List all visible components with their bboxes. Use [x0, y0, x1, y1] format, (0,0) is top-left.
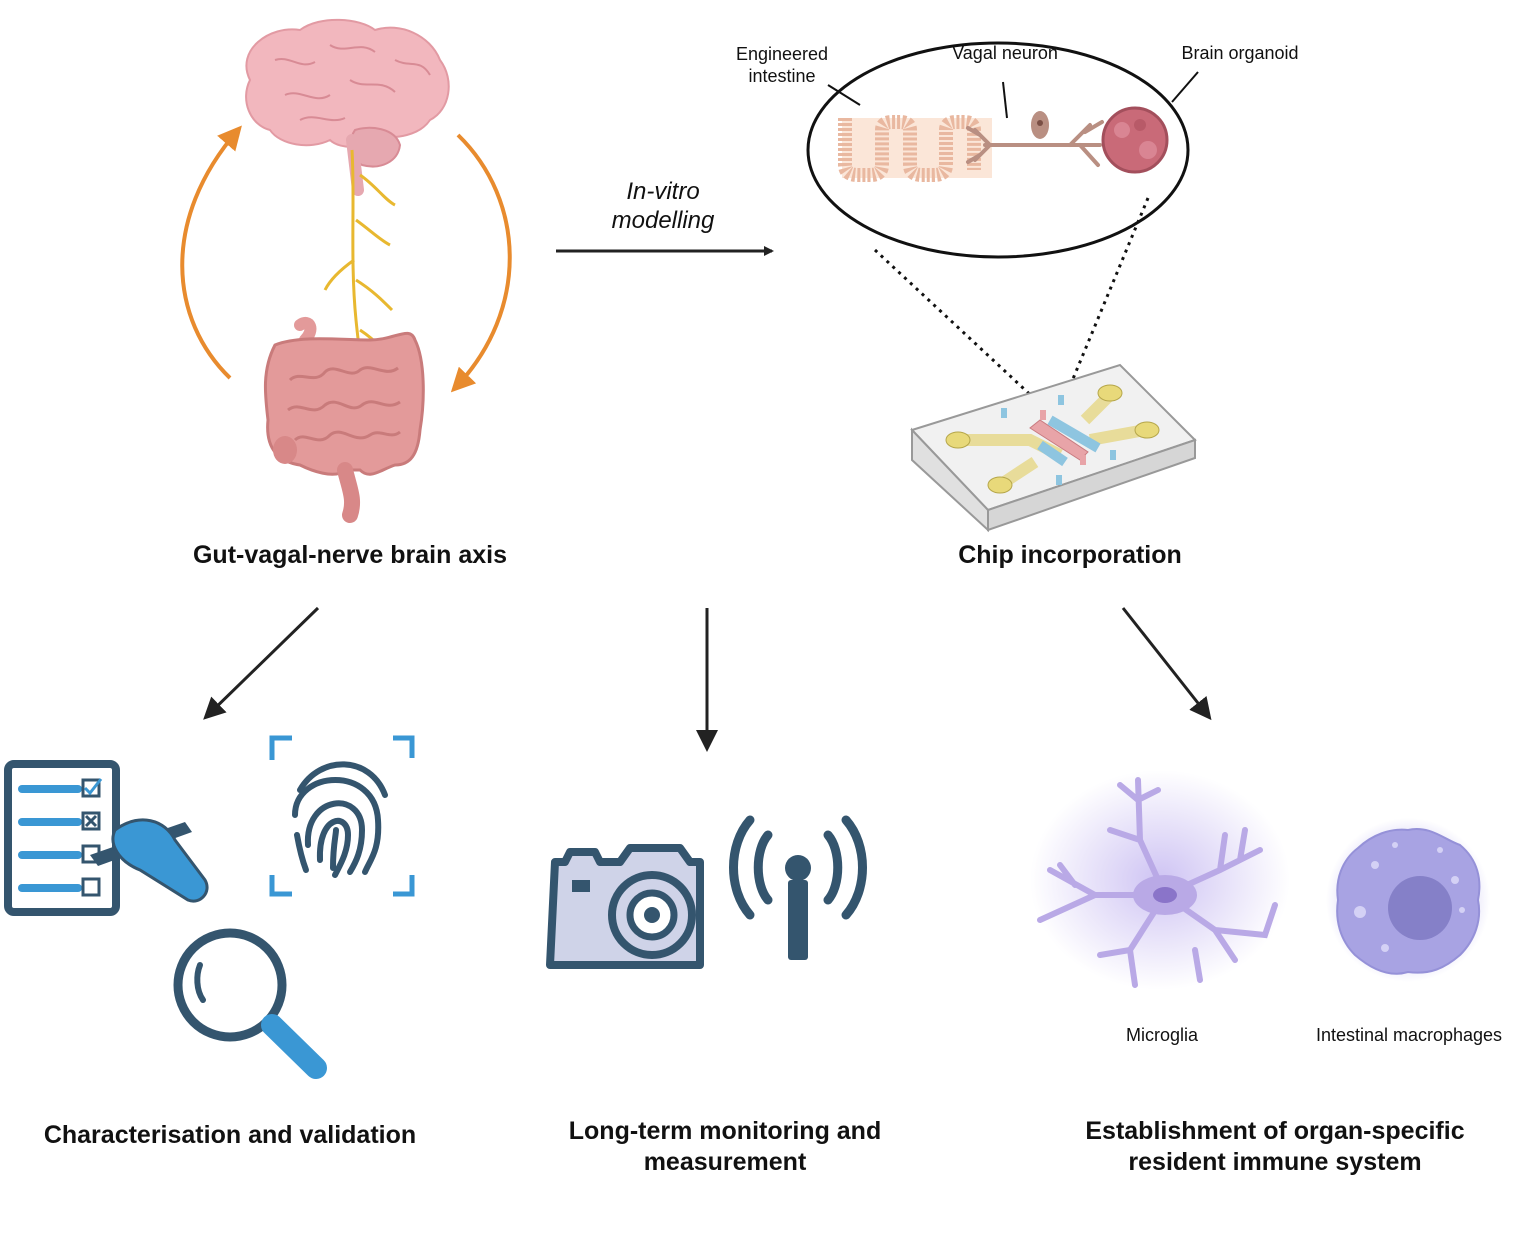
engineered-intestine-label: Engineered intestine: [720, 43, 844, 87]
zoom-ellipse: [806, 41, 1199, 259]
engineered-intestine-label-line1: Engineered: [735, 44, 829, 64]
zoom-line-left: [873, 248, 1054, 417]
arrow-to-immune: [1121, 607, 1212, 721]
brain-organoid-label: Brain organoid: [1181, 43, 1299, 63]
camera-icon: [546, 844, 704, 969]
monitoring-title-line2: measurement: [643, 1148, 807, 1176]
characterisation-title: Characterisation and validation: [43, 1121, 417, 1149]
intestine-icon: [263, 317, 425, 523]
microglia-cell-icon: [1030, 770, 1290, 990]
in-vitro-label-line2: modelling: [611, 206, 715, 234]
immune-system-title-line1: Establishment of organ-specific: [1085, 1117, 1465, 1145]
antenna-icon: [729, 815, 867, 960]
organ-chip-icon: [910, 363, 1197, 533]
gut-brain-axis-title: Gut-vagal-nerve brain axis: [192, 541, 507, 569]
chip-incorporation-title: Chip incorporation: [958, 541, 1182, 569]
immune-system-title-line2: resident immune system: [1128, 1148, 1422, 1176]
monitoring-title: Long-term monitoring and measurement: [540, 1116, 910, 1178]
fingerprint-icon: [269, 735, 415, 897]
brain-icon: [245, 18, 450, 196]
in-vitro-label: In-vitro modelling: [588, 178, 738, 236]
vagal-neuron-icon: [966, 111, 1104, 167]
immune-system-title: Establishment of organ-specific resident…: [1060, 1116, 1490, 1178]
cycle-arrow-down: [450, 133, 512, 393]
macrophages-label: Intestinal macrophages: [1315, 1025, 1503, 1045]
brain-organoid-icon: [1101, 106, 1169, 174]
arrow-to-characterisation: [203, 606, 320, 720]
in-vitro-label-line1: In-vitro: [626, 178, 700, 205]
cycle-arrow-up: [180, 125, 242, 380]
monitoring-title-line1: Long-term monitoring and: [568, 1117, 882, 1145]
engineered-intestine-label-line2: intestine: [748, 66, 816, 86]
checklist-icon: [4, 760, 120, 916]
macrophage-cell-icon: [1326, 818, 1490, 982]
magnifier-icon: [173, 928, 327, 1079]
hand-pen-icon: [90, 818, 209, 903]
vagal-neuron-label: Vagal neuron: [952, 43, 1058, 63]
microglia-label: Microglia: [1125, 1025, 1199, 1045]
